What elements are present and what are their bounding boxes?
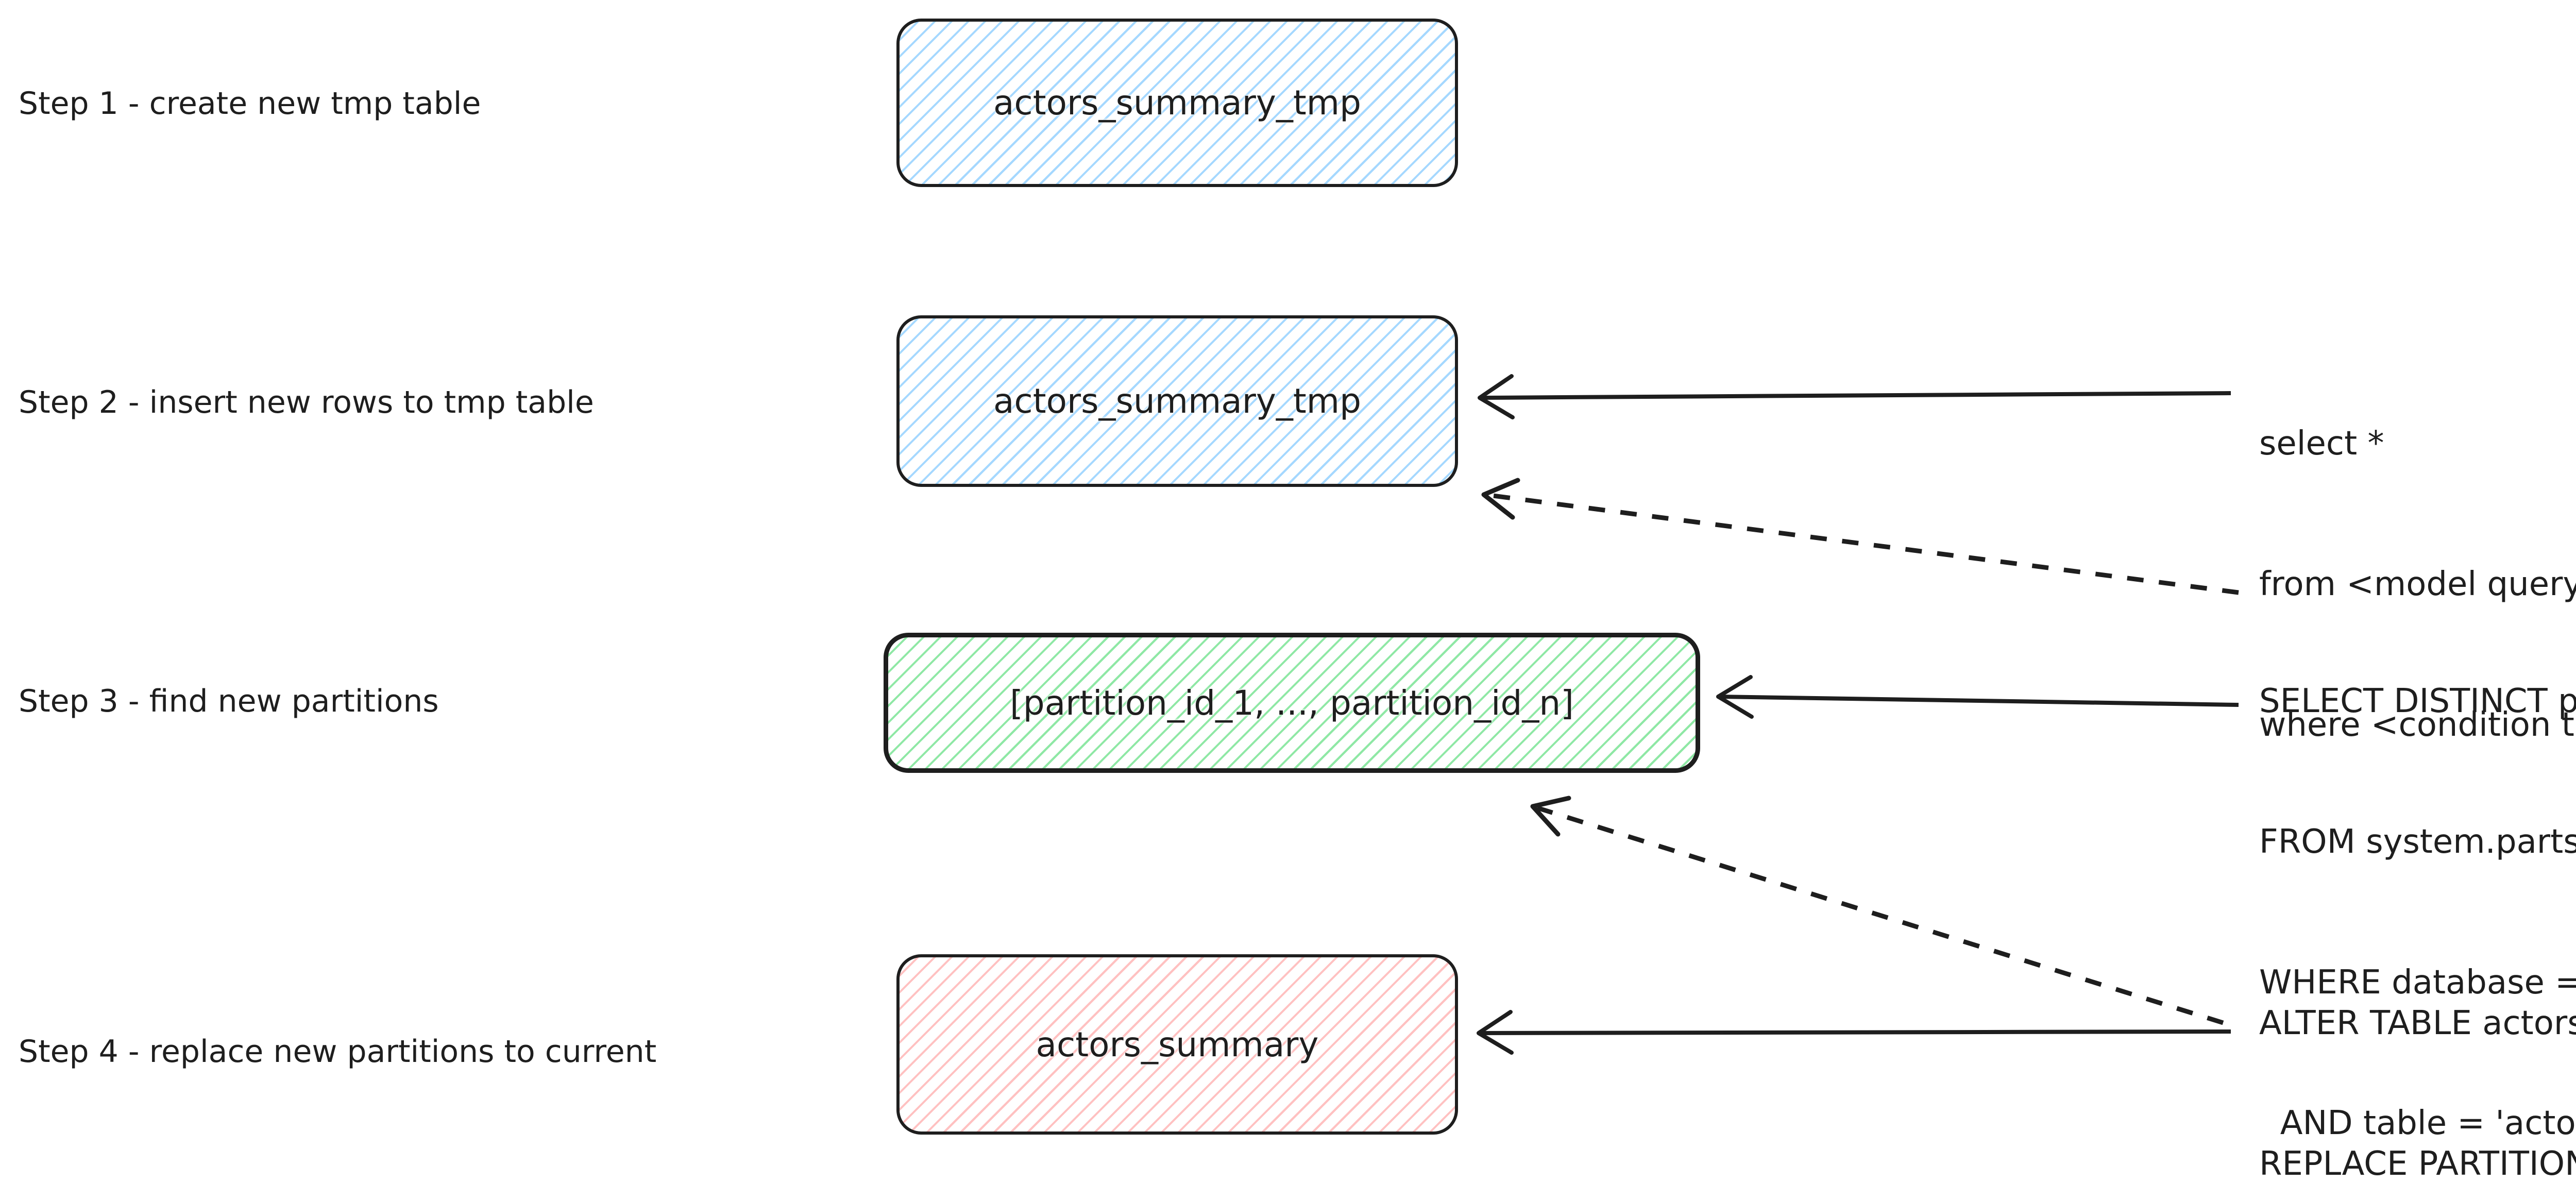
arrow-insert-sql-to-tmp-table (1478, 374, 2231, 419)
sql-line: SELECT DISTINCT partition_id (2259, 682, 2576, 720)
sql-line: AND table = 'actors_summary_tmp' (2280, 1104, 2576, 1142)
arrow-replace-sql-to-current-table (1477, 1010, 2231, 1055)
dashed-arrow-replace-sql-to-partitions-list (1530, 796, 2224, 1025)
sql-line: select * (2259, 425, 2384, 463)
node-tmp-table-step2-label: actors_summary_tmp (993, 381, 1361, 421)
dashed-arrow-find-partitions-sql-to-tmp-table (1481, 478, 2239, 595)
sql-line: from <model query> (2259, 565, 2576, 603)
sql-line: FROM system.parts (2259, 823, 2576, 861)
sql-line: where <condition to identify new> (2259, 706, 2576, 744)
node-current-table: actors_summary (896, 954, 1458, 1135)
sql-insert-new-rows: select * from <model query> where <condi… (2259, 327, 2576, 842)
step-4-label: Step 4 - replace new partitions to curre… (19, 1034, 657, 1070)
node-partitions-list: [partition_id_1, ..., partition_id_n] (884, 633, 1700, 773)
sql-line: REPLACE PARTITION partition_id_1 (2259, 1145, 2576, 1183)
step-1-label: Step 1 - create new tmp table (19, 86, 481, 122)
step-3-label: Step 3 - find new partitions (19, 683, 439, 719)
sql-replace-partitions: ALTER TABLE actors_summary REPLACE PARTI… (2259, 906, 2576, 1199)
node-partitions-list-label: [partition_id_1, ..., partition_id_n] (1010, 683, 1574, 723)
node-current-table-label: actors_summary (1036, 1024, 1319, 1065)
sql-find-new-partitions: SELECT DISTINCT partition_id FROM system… (2259, 584, 2576, 1199)
arrow-find-partitions-sql-to-partitions-list (1716, 675, 2239, 719)
sql-line: ALTER TABLE actors_summary (2259, 1004, 2576, 1042)
sql-line: WHERE database = <database> (2259, 964, 2576, 1002)
step-2-label: Step 2 - insert new rows to tmp table (19, 384, 594, 420)
node-tmp-table-step1: actors_summary_tmp (896, 19, 1458, 187)
node-tmp-table-step1-label: actors_summary_tmp (993, 83, 1361, 123)
node-tmp-table-step2: actors_summary_tmp (896, 315, 1458, 487)
